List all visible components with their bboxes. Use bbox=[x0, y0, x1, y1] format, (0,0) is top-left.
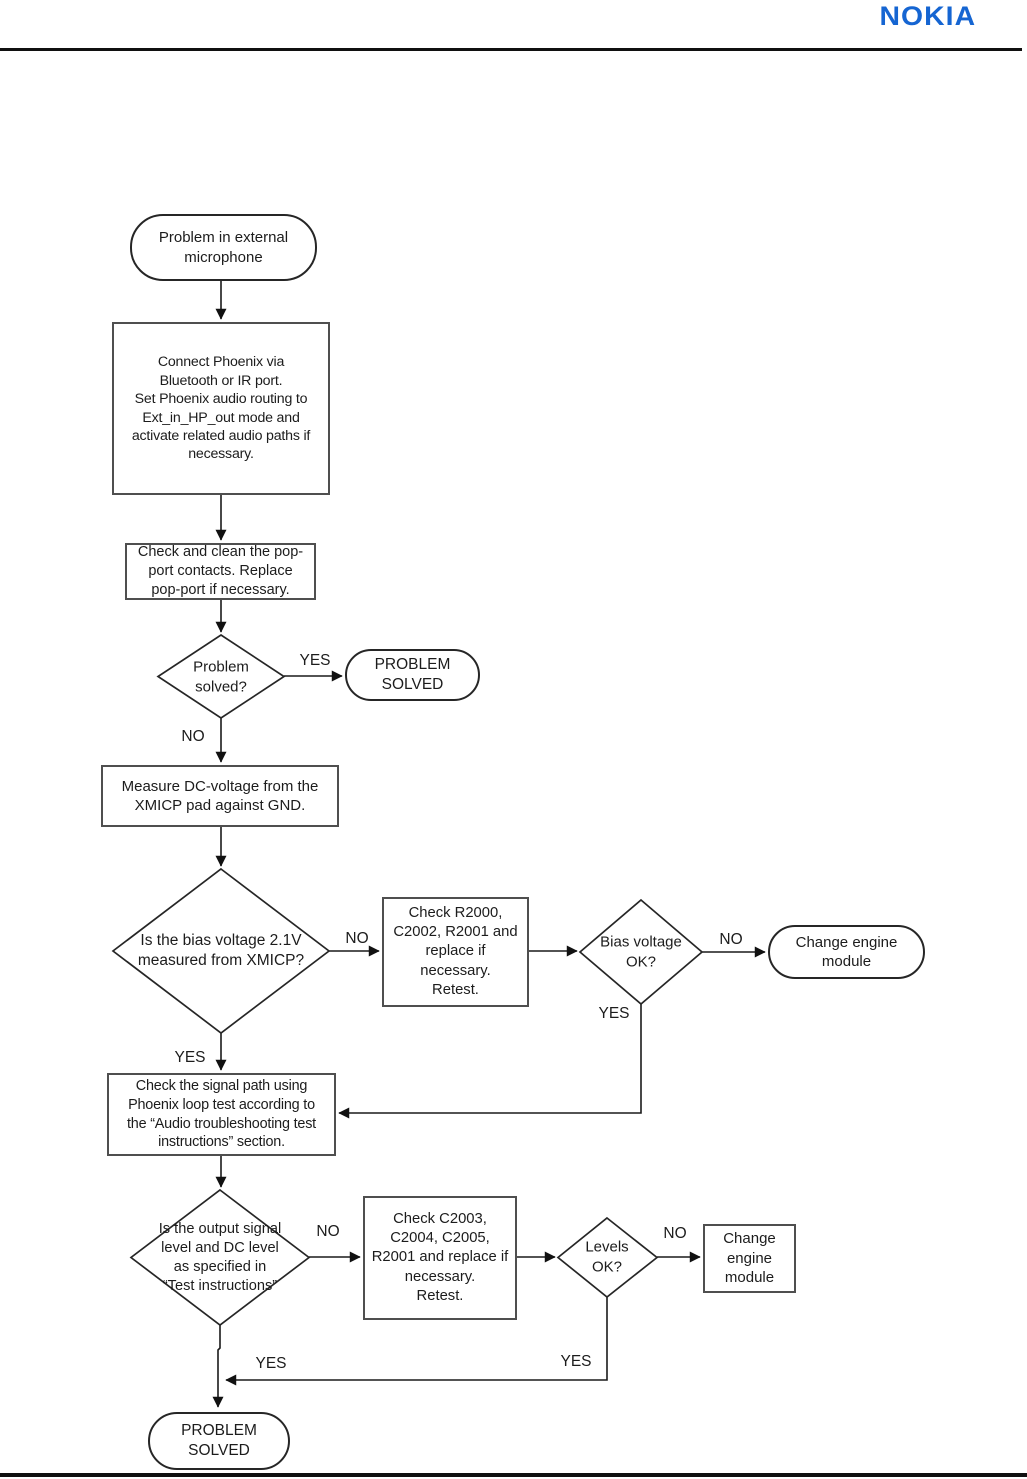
label-bias-voltage-yes: YES bbox=[174, 1049, 206, 1066]
edge-output-q-yes bbox=[212, 1325, 224, 1408]
process-check-r2000: Check R2000, C2002, R2001 and replace if… bbox=[382, 897, 529, 1007]
process-measure-dc: Measure DC-voltage from the XMICP pad ag… bbox=[101, 765, 339, 827]
decision-output-signal: Is the output signal level and DC level … bbox=[158, 1221, 282, 1294]
label-levels-ok-no: NO bbox=[663, 1225, 687, 1242]
decision-levels-ok: Levels OK? bbox=[585, 1238, 629, 1276]
process-clean-popport: Check and clean the pop- port contacts. … bbox=[125, 543, 316, 600]
decision-problem-solved: Problem solved? bbox=[193, 658, 249, 696]
rect-change-engine-2: Change engine module bbox=[703, 1224, 796, 1293]
label-bias-ok-no: NO bbox=[719, 931, 743, 948]
terminator-problem-solved-1: PROBLEM SOLVED bbox=[345, 649, 480, 701]
label-problem-solved-yes: YES bbox=[299, 652, 331, 669]
decision-bias-ok-shape bbox=[578, 898, 704, 1006]
terminator-change-engine-1: Change engine module bbox=[768, 925, 925, 979]
label-output-signal-no: NO bbox=[316, 1223, 340, 1240]
process-connect-phoenix: Connect Phoenix via Bluetooth or IR port… bbox=[112, 322, 330, 495]
label-levels-ok-yes: YES bbox=[560, 1353, 592, 1370]
edge-bias-ok-yes bbox=[338, 1004, 642, 1119]
footer-rule bbox=[0, 1473, 1027, 1477]
header-rule bbox=[0, 48, 1022, 51]
label-problem-solved-no: NO bbox=[181, 728, 205, 745]
start-terminator: Problem in external microphone bbox=[130, 214, 317, 281]
decision-output-signal-shape bbox=[129, 1188, 311, 1327]
label-bias-voltage-no: NO bbox=[345, 930, 369, 947]
terminator-problem-solved-2: PROBLEM SOLVED bbox=[148, 1412, 290, 1470]
decision-levels-ok-shape bbox=[556, 1216, 659, 1299]
label-output-signal-yes: YES bbox=[255, 1355, 287, 1372]
decision-bias-ok: Bias voltage OK? bbox=[600, 933, 682, 971]
decision-bias-voltage-shape bbox=[111, 867, 331, 1035]
process-check-signal-path: Check the signal path using Phoenix loop… bbox=[107, 1073, 336, 1156]
decision-bias-voltage: Is the bias voltage 2.1V measured from X… bbox=[137, 931, 305, 969]
process-check-c2003: Check C2003, C2004, C2005, R2001 and rep… bbox=[363, 1196, 517, 1320]
nokia-logo: NOKIA bbox=[879, 1, 977, 31]
edge-levels-ok-yes bbox=[225, 1297, 608, 1386]
decision-problem-solved-shape bbox=[156, 633, 286, 720]
label-bias-ok-yes: YES bbox=[598, 1005, 630, 1022]
